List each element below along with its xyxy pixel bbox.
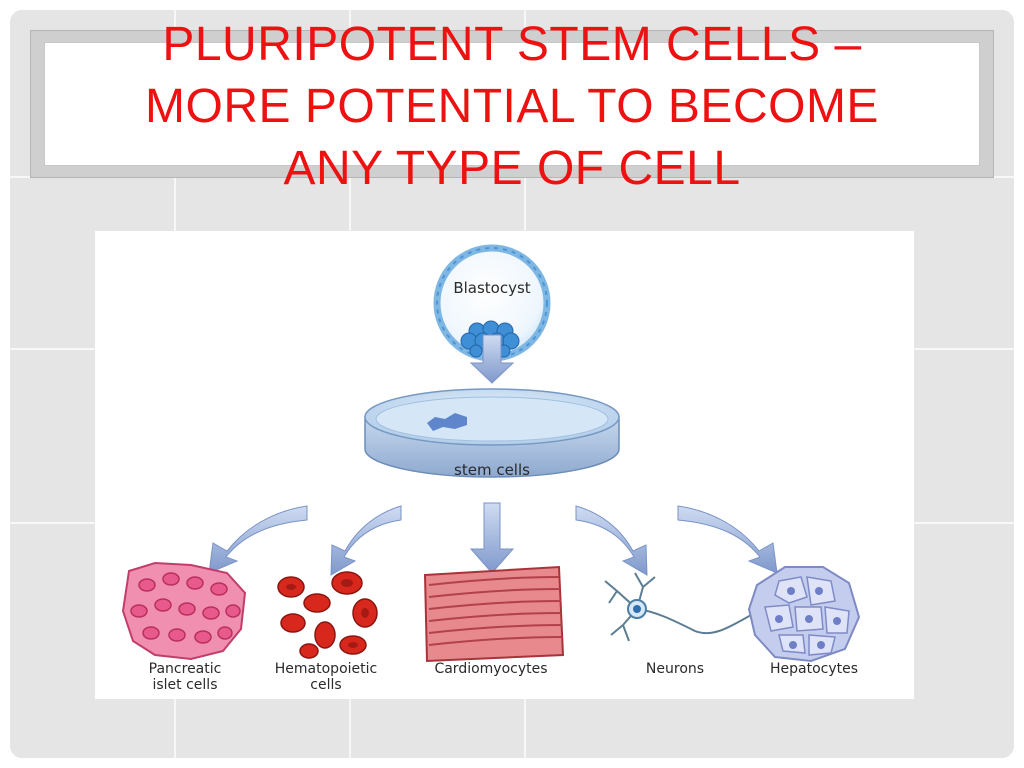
label-hematopoietic: Hematopoietic cells (259, 661, 393, 693)
diagram-artwork (121, 244, 861, 663)
label-neurons-line1: Neurons (645, 661, 705, 677)
label-cardiomyocytes: Cardiomyocytes (413, 661, 569, 677)
label-pancreatic-line2: islet cells (152, 677, 218, 693)
slide-title: PLURIPOTENT STEM CELLS – MORE POTENTIAL … (40, 14, 984, 200)
title-line-2: MORE POTENTIAL TO BECOME (145, 80, 879, 133)
differentiation-arrows (208, 502, 778, 576)
label-hepatocytes-line1: Hepatocytes (769, 661, 859, 677)
arrow-to-cardio (469, 502, 515, 574)
arrow-to-hematopoietic (330, 505, 402, 576)
label-hepatocytes: Hepatocytes (749, 661, 879, 677)
label-hematopoietic-line2: cells (310, 677, 342, 693)
pancreatic-cells-icon (121, 561, 247, 661)
blood-cells-icon (277, 571, 378, 659)
petri-dish-icon (364, 388, 620, 478)
label-neurons: Neurons (615, 661, 735, 677)
hepatocytes-icon (747, 566, 861, 663)
cardiomyocytes-icon (423, 565, 565, 663)
label-pancreatic: Pancreatic islet cells (121, 661, 249, 693)
stem-cell-diagram: Blastocyst stem cells Pancreatic islet c… (95, 231, 914, 699)
stem-cells-label: stem cells (454, 461, 530, 479)
label-hematopoietic-line1: Hematopoietic (274, 661, 378, 677)
title-box (44, 42, 980, 166)
arrow-to-hepatocytes (677, 505, 778, 574)
title-line-3: ANY TYPE OF CELL (283, 142, 741, 195)
label-pancreatic-line1: Pancreatic (148, 661, 222, 677)
label-cardiomyocytes-line1: Cardiomyocytes (434, 661, 548, 677)
arrow-to-pancreatic (208, 505, 308, 574)
blastocyst-label: Blastocyst (453, 279, 531, 297)
arrow-to-dish (469, 334, 515, 384)
title-line-1: PLURIPOTENT STEM CELLS – (162, 18, 862, 71)
arrow-to-neurons (575, 505, 648, 576)
